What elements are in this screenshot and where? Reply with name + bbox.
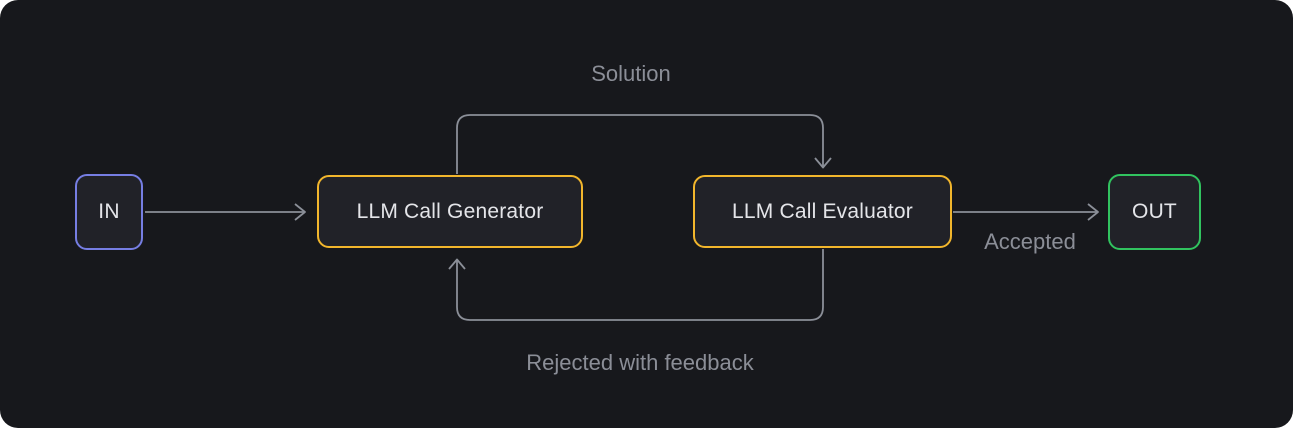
node-evaluator-label: LLM Call Evaluator — [731, 199, 913, 223]
edge-label-accepted: Accepted — [984, 229, 1076, 254]
node-in-label: IN — [98, 200, 120, 223]
edge-evaluator-to-out — [953, 203, 1099, 221]
node-generator-label: LLM Call Generator — [356, 199, 544, 223]
node-llm-call-evaluator: LLM Call Evaluator — [693, 175, 952, 248]
edge-in-to-generator — [145, 203, 306, 221]
edge-evaluator-to-generator — [448, 249, 824, 321]
node-out-label: OUT — [1132, 200, 1177, 223]
edge-label-solution: Solution — [591, 61, 671, 86]
edge-generator-to-evaluator — [456, 114, 832, 174]
edge-label-rejected-with-feedback: Rejected with feedback — [526, 350, 754, 375]
node-llm-call-generator: LLM Call Generator — [317, 175, 583, 248]
node-out: OUT — [1108, 174, 1201, 250]
node-in: IN — [75, 174, 143, 250]
